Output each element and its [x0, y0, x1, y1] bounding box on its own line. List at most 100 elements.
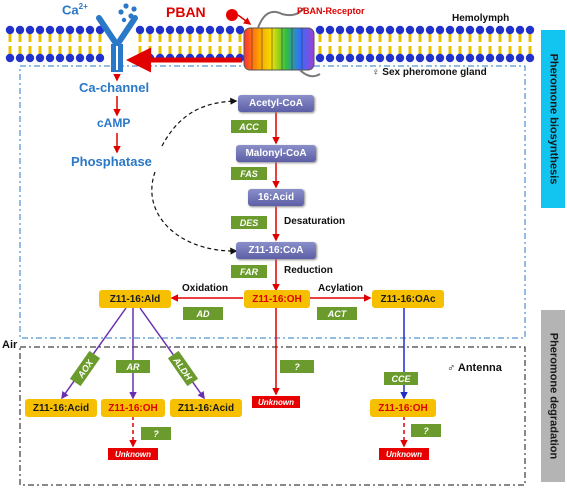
calcium-label: Ca2+: [62, 2, 88, 18]
degradation-side-bar: Pheromone degradation: [541, 310, 565, 482]
lipid-head: [515, 53, 525, 63]
lipid-head: [485, 25, 495, 35]
lipid-head: [85, 25, 95, 35]
unknown-right: Unknown: [379, 448, 429, 460]
malonyl-coa-node: Malonyl-CoA: [236, 145, 316, 162]
lipid-head: [215, 25, 225, 35]
ar-enzyme: AR: [116, 360, 150, 373]
aox-arrow: [61, 307, 127, 400]
lipid-head: [315, 53, 325, 63]
reduction-label: Reduction: [284, 265, 333, 276]
lipid-head: [485, 53, 495, 63]
acid-left-node: Z11-16:Acid: [25, 399, 97, 417]
lipid-head: [345, 53, 355, 63]
lipid-head: [495, 53, 505, 63]
biosynthesis-side-bar: Pheromone biosynthesis: [541, 30, 565, 208]
acylation-label: Acylation: [318, 283, 364, 294]
ald-node: Z11-16:Ald: [99, 290, 171, 308]
lipid-head: [365, 25, 375, 35]
lipid-head: [145, 25, 155, 35]
acid16-node: 16:Acid: [248, 189, 304, 206]
lipid-head: [435, 53, 445, 63]
lipid-head: [395, 53, 405, 63]
lipid-head: [425, 53, 435, 63]
oh-right-node: Z11-16:OH: [370, 399, 436, 417]
acc-enzyme: ACC: [231, 120, 267, 133]
pban-binding-arrow: [237, 14, 252, 25]
pban-ligand-icon: [226, 9, 238, 21]
lipid-head: [355, 25, 365, 35]
lipid-head: [405, 53, 415, 63]
oh-right-unknown-enzyme: ?: [411, 424, 441, 437]
lipid-head: [325, 53, 335, 63]
lipid-head: [495, 25, 505, 35]
acid-right-node: Z11-16:Acid: [170, 399, 242, 417]
ca-channel-label: Ca-channel: [79, 80, 150, 95]
hemolymph-label: Hemolymph: [452, 13, 510, 24]
pban-receptor-icon: [243, 7, 321, 78]
lipid-head: [445, 25, 455, 35]
lipid-head: [235, 25, 245, 35]
lipid-head: [315, 25, 325, 35]
air-label: Air: [2, 339, 18, 351]
lipid-head: [155, 25, 165, 35]
lipid-head: [25, 53, 35, 63]
lipid-head: [505, 25, 515, 35]
calcium-ions-icon: [118, 3, 137, 23]
lipid-head: [395, 25, 405, 35]
lipid-head: [45, 53, 55, 63]
lipid-head: [335, 53, 345, 63]
lipid-head: [45, 25, 55, 35]
lipid-head: [175, 25, 185, 35]
phosphatase-to-acc-arrow: [161, 97, 238, 147]
pban-label: PBAN: [166, 4, 206, 20]
lipid-head: [15, 53, 25, 63]
lipid-head: [55, 25, 65, 35]
lipid-head: [25, 25, 35, 35]
lipid-head: [435, 25, 445, 35]
cce-enzyme: CCE: [384, 372, 418, 385]
phosphatase-label: Phosphatase: [71, 154, 152, 169]
lipid-head: [15, 25, 25, 35]
oh-mid-node: Z11-16:OH: [101, 399, 165, 417]
oh-mid-unknown-enzyme: ?: [141, 427, 171, 440]
ad-enzyme: AD: [183, 307, 223, 320]
lipid-head: [75, 25, 85, 35]
lipid-head: [525, 53, 535, 63]
lipid-head: [415, 25, 425, 35]
oh-unknown-enzyme: ?: [280, 360, 314, 373]
lipid-head: [465, 25, 475, 35]
acetyl-coa-node: Acetyl-CoA: [238, 95, 314, 112]
lipid-head: [65, 53, 75, 63]
lipid-head: [5, 53, 15, 63]
des-enzyme: DES: [231, 216, 267, 229]
z11-coa-node: Z11-16:CoA: [236, 242, 316, 259]
lipid-head: [455, 53, 465, 63]
lipid-head: [135, 25, 145, 35]
lipid-head: [425, 25, 435, 35]
lipid-head: [515, 25, 525, 35]
receptor-label: PBAN-Receptor: [297, 6, 365, 16]
lipid-head: [225, 25, 235, 35]
lipid-head: [525, 25, 535, 35]
oh-node: Z11-16:OH: [244, 290, 310, 308]
lipid-head: [185, 25, 195, 35]
act-enzyme: ACT: [317, 307, 357, 320]
degradation-side-label: Pheromone degradation: [547, 332, 559, 460]
lipid-head: [325, 25, 335, 35]
lipid-head: [55, 53, 65, 63]
lipid-head: [385, 25, 395, 35]
unknown-mid: Unknown: [108, 448, 158, 460]
aldh-arrow: [139, 307, 205, 400]
oac-node: Z11-16:OAc: [372, 290, 444, 308]
unknown-center: Unknown: [252, 396, 300, 408]
lipid-head: [465, 53, 475, 63]
lipid-head: [5, 25, 15, 35]
camp-label: cAMP: [97, 116, 131, 130]
oxidation-label: Oxidation: [182, 283, 229, 294]
antenna-label: ♂ Antenna: [447, 362, 502, 374]
lipid-head: [385, 53, 395, 63]
far-enzyme: FAR: [231, 265, 267, 278]
lipid-head: [475, 53, 485, 63]
